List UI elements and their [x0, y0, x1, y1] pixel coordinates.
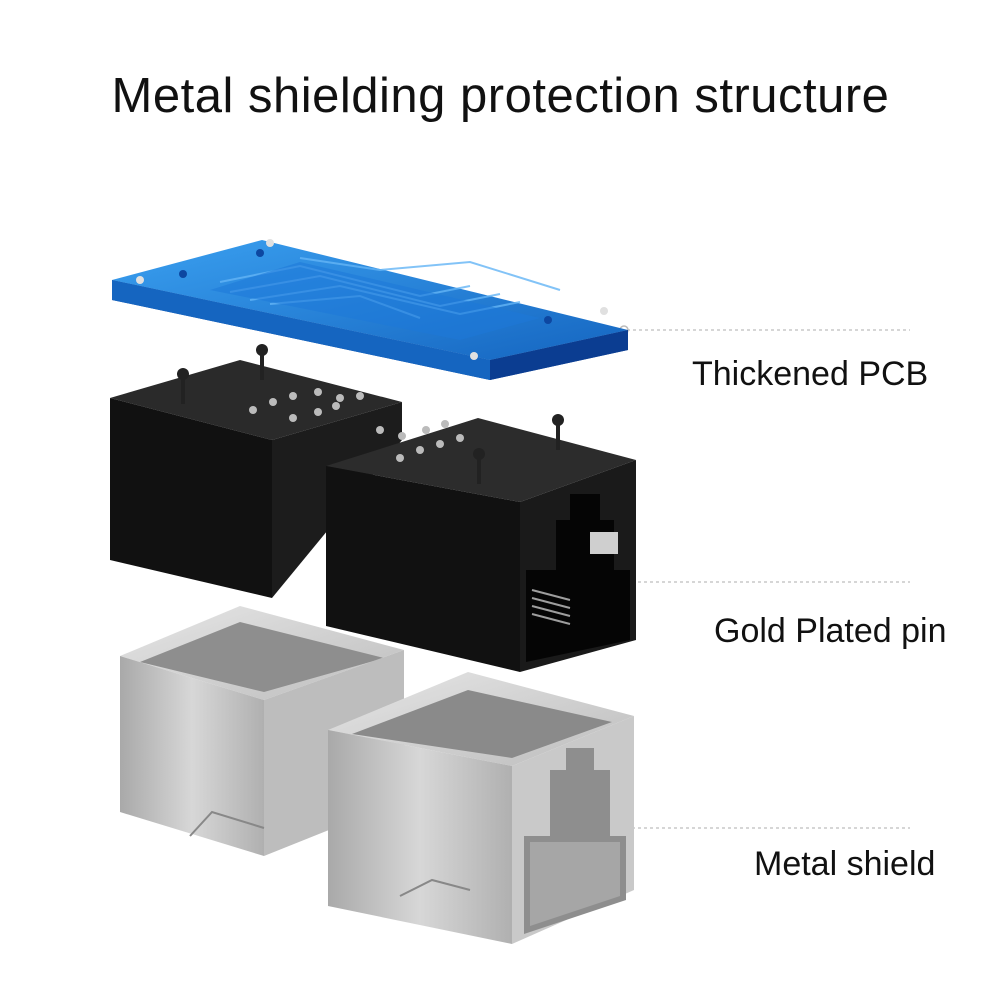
- metal-shield-right: [328, 672, 634, 944]
- callout-label-metal-shield: Metal shield: [754, 845, 936, 883]
- diagram-title: Metal shielding protection structure: [111, 69, 890, 123]
- callout-label-thickened-pcb: Thickened PCB: [692, 355, 929, 393]
- callout-label-gold-plated-pin: Gold Plated pin: [714, 612, 947, 650]
- leader-lines: [584, 329, 910, 829]
- rj45-housing-right: [326, 414, 636, 672]
- pcb-board: [112, 239, 628, 380]
- metal-shield-left: [120, 606, 404, 856]
